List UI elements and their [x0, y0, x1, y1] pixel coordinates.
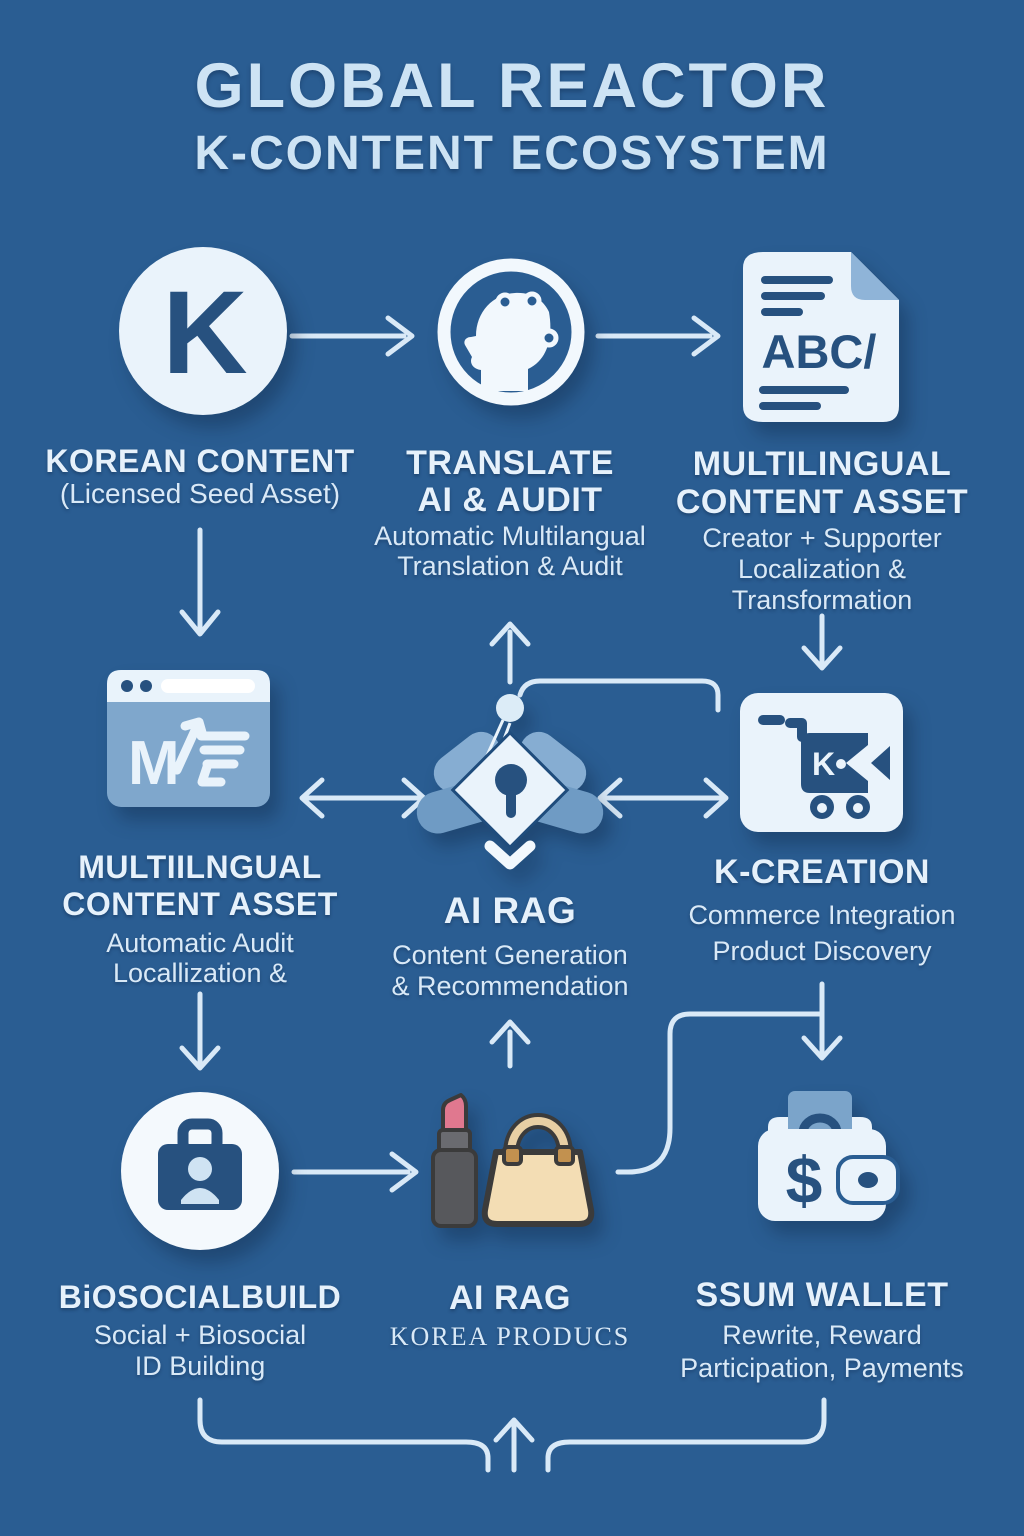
- elbow-bottom-right: [545, 1397, 827, 1473]
- elbow-kcreation-to-products: [615, 1011, 825, 1175]
- k-circle-icon: K: [119, 247, 287, 415]
- abc-document-icon: ABC/: [743, 252, 899, 422]
- ai-rag-products-title: AI RAG: [449, 1279, 571, 1317]
- browser-cart-icon: M: [107, 670, 270, 807]
- k-creation-subtitle-2: Product Discovery: [712, 936, 932, 966]
- ai-rag-center-title: AI RAG: [443, 890, 577, 931]
- multilingual-left-subtitle-2: Locallization &: [112, 958, 288, 988]
- handbag-icon: [481, 1113, 595, 1227]
- elbow-rag-to-kcreation: [517, 678, 721, 713]
- ssum-wallet-subtitle-1: Rewrite, Reward: [722, 1320, 922, 1350]
- multilingual-left-title-2: CONTENT ASSET: [62, 886, 338, 922]
- multilingual-right-title-1: MULTILINGUAL: [692, 445, 952, 483]
- ai-rag-center-subtitle-2: & Recommendation: [391, 971, 629, 1001]
- multilingual-right-title-2: CONTENT ASSET: [675, 483, 969, 521]
- ai-rag-center-subtitle-1: Content Generation: [392, 940, 628, 970]
- translate-title-1: TRANSLATE: [406, 444, 614, 482]
- svg-text:$: $: [786, 1143, 823, 1217]
- lipstick-icon: [431, 1093, 478, 1228]
- elbow-bottom-left: [197, 1397, 491, 1473]
- multilingual-left-title-1: MULTIILNGUAL: [78, 849, 322, 885]
- biosocial-title: BiOSOCIALBUILD: [58, 1279, 342, 1315]
- id-badge-icon: [121, 1092, 279, 1250]
- svg-text:K: K: [162, 267, 247, 399]
- multilingual-right-subtitle-3: Transformation: [731, 585, 913, 615]
- main-subtitle: K-CONTENT ECOSYSTEM: [194, 127, 830, 180]
- k-creation-title: K-CREATION: [714, 853, 930, 891]
- korean-content-title: KOREAN CONTENT: [45, 443, 355, 479]
- ssum-wallet-subtitle-2: Participation, Payments: [680, 1353, 964, 1383]
- wallet-icon: $: [758, 1091, 900, 1221]
- ai-rag-products-subtitle: KOREA PRODUCS: [389, 1322, 631, 1351]
- rag-diamond-icon: [416, 694, 604, 870]
- svg-text:M: M: [128, 729, 180, 798]
- k-creation-subtitle-1: Commerce Integration: [688, 900, 956, 930]
- biosocial-subtitle-1: Social + Biosocial: [93, 1320, 307, 1350]
- ai-head-icon: [437, 258, 585, 406]
- k-cart-icon: K: [740, 693, 903, 832]
- svg-text:K: K: [812, 746, 835, 782]
- ssum-wallet-title: SSUM WALLET: [695, 1276, 949, 1314]
- multilingual-left-subtitle-1: Automatic Audit: [106, 928, 294, 958]
- korean-content-subtitle: (Licensed Seed Asset): [59, 478, 341, 509]
- main-title: GLOBAL REACTOR: [194, 51, 830, 121]
- translate-title-2: AI & AUDIT: [417, 481, 603, 519]
- biosocial-subtitle-2: ID Building: [134, 1351, 266, 1381]
- svg-text:ABC/: ABC/: [762, 325, 877, 378]
- translate-subtitle-2: Translation & Audit: [397, 551, 623, 581]
- multilingual-right-subtitle-1: Creator + Supporter: [702, 523, 942, 553]
- korea-products-icons: [431, 1093, 595, 1228]
- translate-subtitle-1: Automatic Multilangual: [374, 521, 646, 551]
- multilingual-right-subtitle-2: Localization &: [737, 554, 907, 584]
